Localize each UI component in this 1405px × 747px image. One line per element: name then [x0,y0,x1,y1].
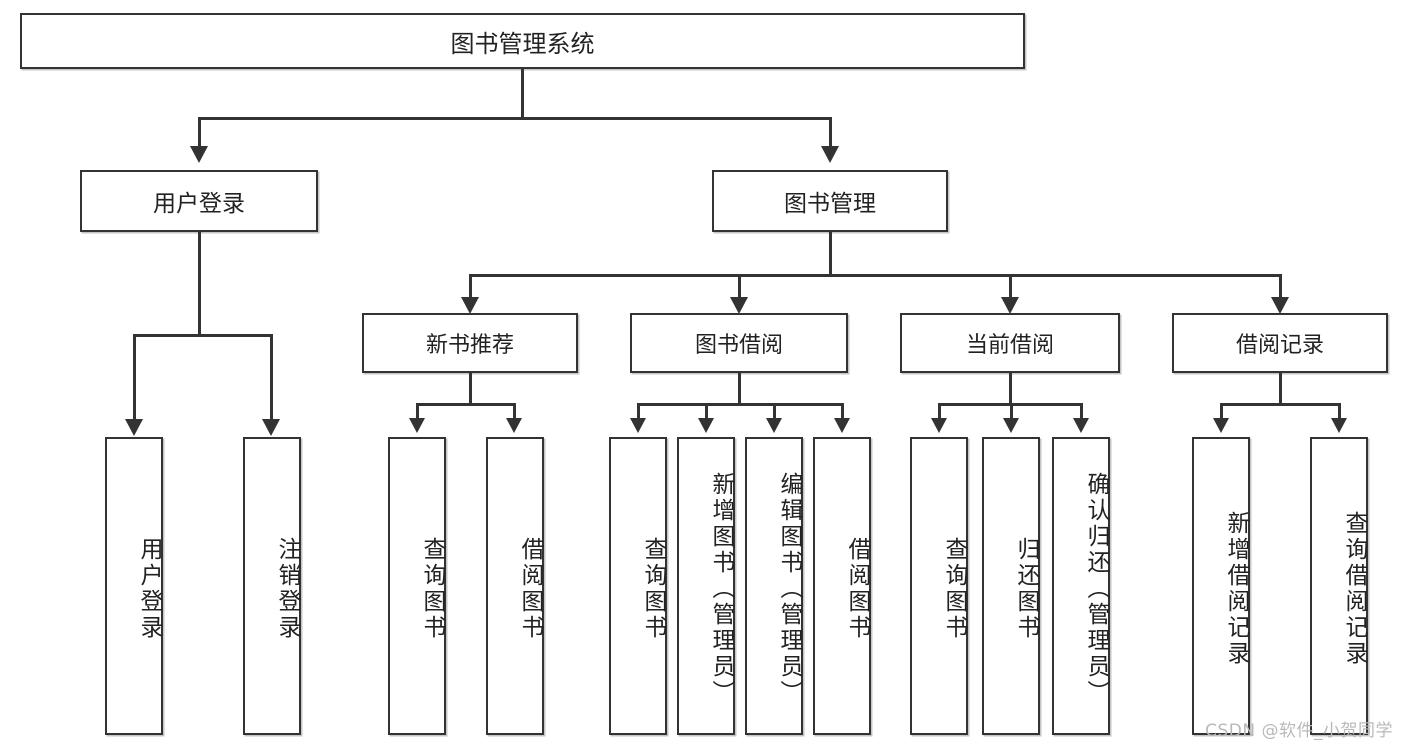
leaf-user-login[interactable]: 用户登录 [105,437,163,735]
leaf-confirm-return-admin[interactable]: 确认归还（管理员） [1052,437,1110,735]
node-label: 借阅图书 [844,537,870,641]
arrow-bm-to-borrow-record [1271,297,1289,314]
arrow-cb-to-leaf-3 [1073,418,1089,433]
node-label: 图书管理 [784,191,876,217]
node-label: 新增图书（管理员） [708,472,734,706]
node-book-borrowing[interactable]: 图书借阅 [630,313,848,373]
connector-nbr-to-leaf-1 [416,403,419,419]
node-label: 查询图书 [640,537,666,641]
leaf-query-borrow-record[interactable]: 查询借阅记录 [1310,437,1368,735]
node-label: 新增借阅记录 [1223,511,1249,667]
connector-cb-to-leaf-2 [1010,403,1013,419]
connector-root-to-user-login [198,117,201,147]
connector-cb-to-leaf-3 [1080,403,1083,419]
node-label: 当前借阅 [965,333,1054,358]
connector-bm-to-current-borrow [1009,274,1012,299]
node-root-book-management-system[interactable]: 图书管理系统 [20,13,1025,69]
leaf-add-book-admin[interactable]: 新增图书（管理员） [677,437,735,735]
connector-bb-to-leaf-2 [705,403,708,419]
connector-book-management-stem [829,232,832,276]
connector-br-to-leaf-2 [1338,403,1341,419]
node-book-management[interactable]: 图书管理 [712,170,948,232]
node-label: 确认归还（管理员） [1083,472,1109,706]
connector-bb-to-leaf-4 [841,403,844,419]
connector-nbr-stem [469,373,472,405]
connector-user-login-to-leaf-1 [133,334,136,420]
node-label: 借阅图书 [517,537,543,641]
node-label: 查询借阅记录 [1341,511,1367,667]
leaf-logout[interactable]: 注销登录 [243,437,301,735]
connector-br-stem [1279,373,1282,405]
node-user-login[interactable]: 用户登录 [80,170,318,232]
node-current-borrowing[interactable]: 当前借阅 [900,313,1120,373]
arrow-nbr-to-leaf-1 [409,418,425,433]
node-label: 图书借阅 [694,333,783,358]
arrow-user-login-to-leaf-2 [262,419,280,436]
arrow-user-login-to-leaf-1 [125,419,143,436]
connector-root-stem [521,69,524,118]
leaf-add-borrow-record[interactable]: 新增借阅记录 [1192,437,1250,735]
csdn-watermark: CSDN @软件_小贺同学 [1205,721,1393,741]
node-label: 查询图书 [419,537,445,641]
leaf-query-book-nbr[interactable]: 查询图书 [388,437,446,735]
connector-bm-to-borrow-record [1279,274,1282,299]
connector-bb-stem [738,373,741,405]
node-label: 借阅记录 [1235,333,1324,358]
node-label: 注销登录 [274,537,300,641]
arrow-bb-to-leaf-1 [630,418,646,433]
arrow-bb-to-leaf-2 [698,418,714,433]
connector-bb-bus [637,403,842,406]
node-label: 查询图书 [941,537,967,641]
connector-nbr-to-leaf-2 [513,403,516,419]
node-borrowing-record[interactable]: 借阅记录 [1172,313,1388,373]
arrow-br-to-leaf-1 [1213,418,1229,433]
connector-nbr-bus [416,403,515,406]
arrow-cb-to-leaf-1 [931,418,947,433]
arrow-cb-to-leaf-2 [1003,418,1019,433]
leaf-query-book-bb[interactable]: 查询图书 [609,437,667,735]
connector-bb-to-leaf-1 [637,403,640,419]
arrow-br-to-leaf-2 [1331,418,1347,433]
leaf-query-book-cb[interactable]: 查询图书 [910,437,968,735]
connector-user-login-stem [198,232,201,336]
connector-cb-stem [1009,373,1012,405]
arrow-root-to-user-login [190,146,208,163]
connector-user-login-to-leaf-2 [270,334,273,420]
node-label: 编辑图书（管理员） [776,472,802,706]
arrow-bb-to-leaf-3 [766,418,782,433]
connector-bb-to-leaf-3 [773,403,776,419]
leaf-return-book[interactable]: 归还图书 [982,437,1040,735]
connector-br-to-leaf-1 [1220,403,1223,419]
node-label: 归还图书 [1013,537,1039,641]
connector-user-login-bus [133,334,270,337]
arrow-bm-to-new-book-rec [461,297,479,314]
node-new-book-recommendation[interactable]: 新书推荐 [362,313,578,373]
connector-br-bus [1220,403,1339,406]
node-label: 图书管理系统 [450,29,595,58]
connector-root-bus [198,117,830,120]
node-label: 用户登录 [153,191,245,217]
connector-root-to-book-management [829,117,832,147]
node-label: 新书推荐 [425,333,514,358]
connector-cb-to-leaf-1 [938,403,941,419]
arrow-bm-to-current-borrow [1001,297,1019,314]
connector-bm-to-new-book-rec [469,274,472,299]
leaf-edit-book-admin[interactable]: 编辑图书（管理员） [745,437,803,735]
leaf-borrow-book-nbr[interactable]: 借阅图书 [486,437,544,735]
arrow-root-to-book-management [821,146,839,163]
node-label: 用户登录 [136,537,162,641]
connector-bm-to-book-borrow [738,274,741,299]
connector-book-management-bus [469,274,1281,277]
leaf-borrow-book-bb[interactable]: 借阅图书 [813,437,871,735]
arrow-bb-to-leaf-4 [834,418,850,433]
arrow-bm-to-book-borrow [730,297,748,314]
arrow-nbr-to-leaf-2 [506,418,522,433]
